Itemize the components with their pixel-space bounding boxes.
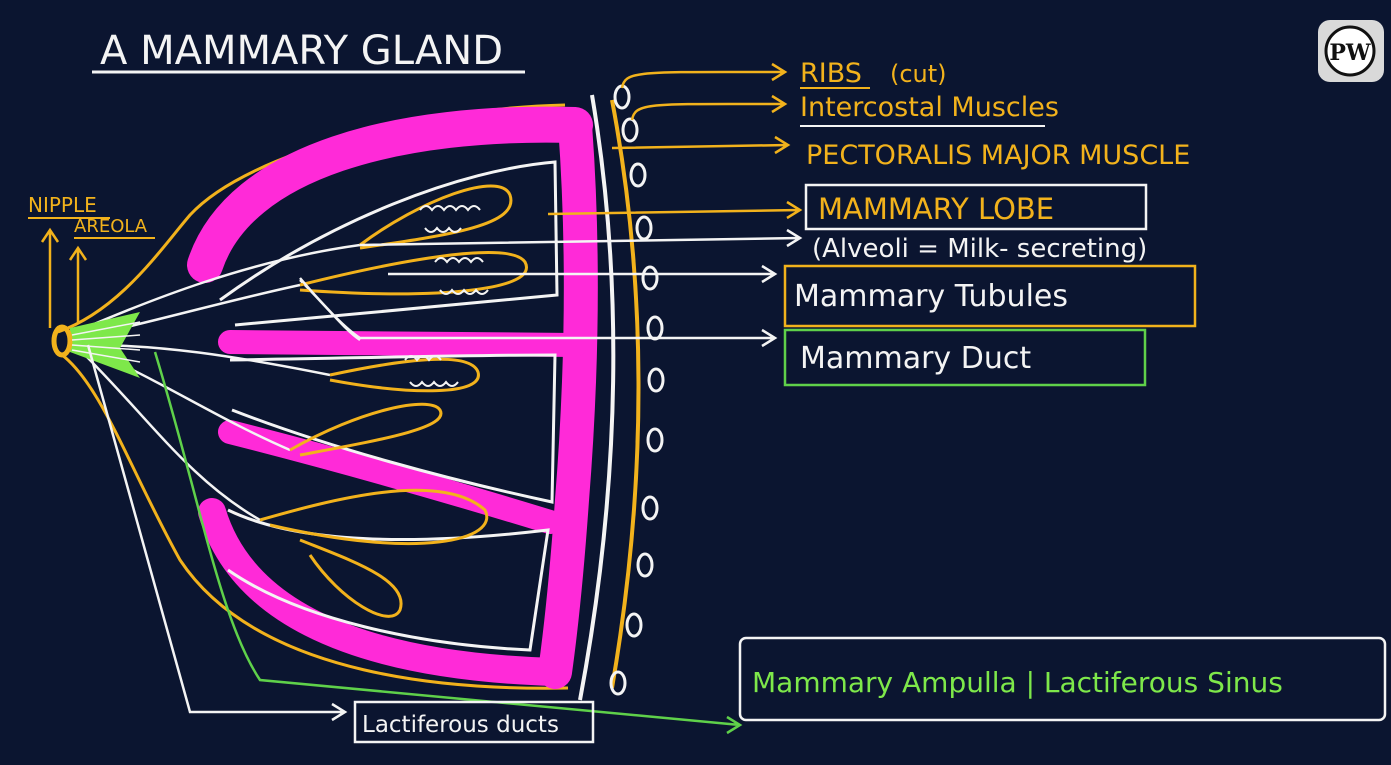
left-pointer-arrows [40,227,88,328]
pectoralis-line [610,99,641,689]
alveoli-lobules [259,184,528,618]
right-pointer-arrows [299,62,803,348]
breast-outline-lower [57,350,569,690]
mammary-tubules-label: Mammary Tubules [794,279,1068,314]
lobe-compartments [219,160,559,652]
rib [613,84,631,110]
rib [641,495,659,521]
nipple-areola [51,312,141,378]
ampulla-label: Mammary Ampulla | Lactiferous Sinus [752,666,1283,699]
chest-wall-line [578,94,616,701]
mammary-lobe-label: MAMMARY LOBE [818,192,1054,226]
ampulla-box [738,636,1387,722]
mammary-duct-box [783,328,1147,387]
areola-label: AREOLA [74,216,148,237]
alveoli-detail [404,205,489,387]
pw-logo: PW [1318,20,1384,82]
intercostal-label: Intercostal Muscles [800,92,1059,123]
alveoli-label: (Alveoli = Milk- secreting) [812,234,1147,264]
nipple-shape [51,324,73,358]
rib [646,427,664,453]
rib [635,215,653,241]
rib [646,315,664,341]
rib [647,367,665,393]
ribs-column [609,84,665,696]
rib [629,162,647,188]
mammary-tubules-box [783,264,1197,328]
lactiferous-ducts-label: Lactiferous ducts [362,712,559,738]
pectoralis-label: PECTORALIS MAJOR MUSCLE [806,140,1190,171]
ribs-note-label: (cut) [890,60,947,88]
diagram-title: A MAMMARY GLAND [100,28,503,74]
bottom-pointer-arrows [86,344,743,735]
logo-text: PW [1329,40,1371,66]
rib [641,265,659,291]
rib [636,552,654,578]
rib [625,612,643,638]
connective-tissue [187,106,598,689]
lactiferous-ducts-box [353,700,595,744]
mammary-lobe-box [804,183,1148,231]
rib [609,670,627,696]
ribs-label: RIBS [800,58,862,89]
lactiferous-duct-lines [79,243,361,522]
mammary-duct-label: Mammary Duct [800,341,1031,376]
rib [621,117,639,143]
nipple-label: NIPPLE [28,193,97,217]
